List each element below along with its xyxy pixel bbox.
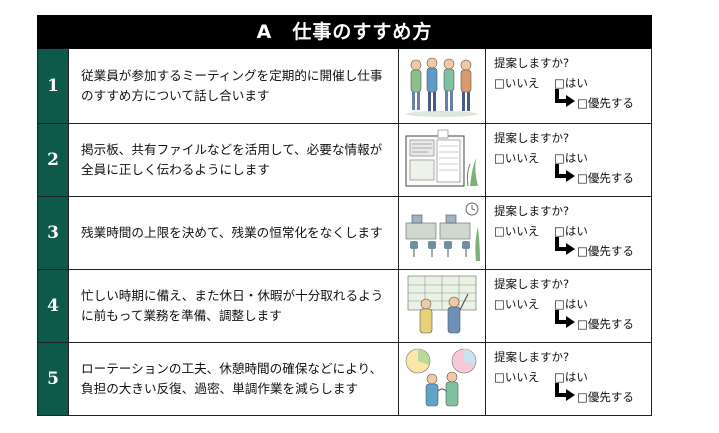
priority-checkbox[interactable]: □優先する [577,390,634,404]
question-label: 提案しますか? [494,204,570,218]
priority-checkbox[interactable]: □優先する [577,244,634,258]
row-text-content: 従業員が参加するミーティングを定期的に開催し仕事のすすめ方について話し合います [81,68,383,103]
arrow-icon [555,164,575,182]
answer-cell: 提案しますか? □いいえ □はい □優先する [486,270,651,342]
priority-checkbox[interactable]: □優先する [577,96,634,110]
checklist-row: 1 従業員が参加するミーティングを定期的に開催し仕事のすすめ方について話し合いま… [38,49,651,124]
no-checkbox[interactable]: □いいえ [494,151,540,165]
checklist-row: 2 掲示板、共有ファイルなどを活用して、必要な情報が全員に正しく伝わるようにしま… [38,124,651,197]
row-number: 2 [38,124,69,196]
yes-checkbox[interactable]: □はい [554,370,588,384]
priority-checkbox[interactable]: □優先する [577,171,634,185]
row-text: ローテーションの工夫、休憩時間の確保などにより、負担の大きい反復、過密、単調作業… [69,343,399,415]
empty-office-icon [399,197,486,269]
yes-checkbox[interactable]: □はい [554,224,588,238]
workers-rotation-icon [399,343,486,415]
question-label: 提案しますか? [494,277,570,291]
row-text-content: 掲示板、共有ファイルなどを活用して、必要な情報が全員に正しく伝わるようにします [81,142,383,177]
section-title: A 仕事のすすめ方 [37,15,652,49]
yes-checkbox[interactable]: □はい [554,151,588,165]
row-number: 5 [38,343,69,415]
checklist-row: 4 忙しい時期に備え、また休日・休暇が十分取れるように前もって業務を準備、調整し… [38,270,651,343]
no-checkbox[interactable]: □いいえ [494,297,540,311]
yes-checkbox[interactable]: □はい [554,297,588,311]
question-label: 提案しますか? [494,56,570,70]
question-label: 提案しますか? [494,131,570,145]
no-checkbox[interactable]: □いいえ [494,370,540,384]
row-text-content: 忙しい時期に備え、また休日・休暇が十分取れるように前もって業務を準備、調整します [81,288,384,323]
arrow-icon [555,383,575,401]
checklist-rows: 1 従業員が参加するミーティングを定期的に開催し仕事のすすめ方について話し合いま… [37,49,652,416]
row-text: 掲示板、共有ファイルなどを活用して、必要な情報が全員に正しく伝わるようにします [69,124,399,196]
meeting-group-icon [399,49,486,123]
question-label: 提案しますか? [494,350,570,364]
checklist-sheet: A 仕事のすすめ方 1 従業員が参加するミーティングを定期的に開催し仕事のすすめ… [37,15,652,416]
priority-checkbox[interactable]: □優先する [577,317,634,331]
row-text-content: ローテーションの工夫、休憩時間の確保などにより、負担の大きい反復、過密、単調作業… [81,361,383,396]
answer-cell: 提案しますか? □いいえ □はい □優先する [486,124,651,196]
arrow-icon [555,310,575,328]
checklist-row: 5 ローテーションの工夫、休憩時間の確保などにより、負担の大きい反復、過密、単調… [38,343,651,416]
row-text: 残業時間の上限を決めて、残業の恒常化をなくします [69,197,399,269]
row-number: 3 [38,197,69,269]
row-text-content: 残業時間の上限を決めて、残業の恒常化をなくします [81,225,383,240]
no-checkbox[interactable]: □いいえ [494,224,540,238]
answer-cell: 提案しますか? □いいえ □はい □優先する [486,49,651,123]
yes-checkbox[interactable]: □はい [554,76,588,90]
row-number: 4 [38,270,69,342]
arrow-icon [555,89,575,107]
arrow-icon [555,237,575,255]
checklist-row: 3 残業時間の上限を決めて、残業の恒常化をなくします [38,197,651,270]
no-checkbox[interactable]: □いいえ [494,76,540,90]
bulletin-board-icon [399,124,486,196]
schedule-planning-icon [399,270,486,342]
answer-cell: 提案しますか? □いいえ □はい □優先する [486,343,651,415]
row-number: 1 [38,49,69,123]
row-text: 従業員が参加するミーティングを定期的に開催し仕事のすすめ方について話し合います [69,49,399,123]
row-text: 忙しい時期に備え、また休日・休暇が十分取れるように前もって業務を準備、調整します [69,270,399,342]
answer-cell: 提案しますか? □いいえ □はい □優先する [486,197,651,269]
